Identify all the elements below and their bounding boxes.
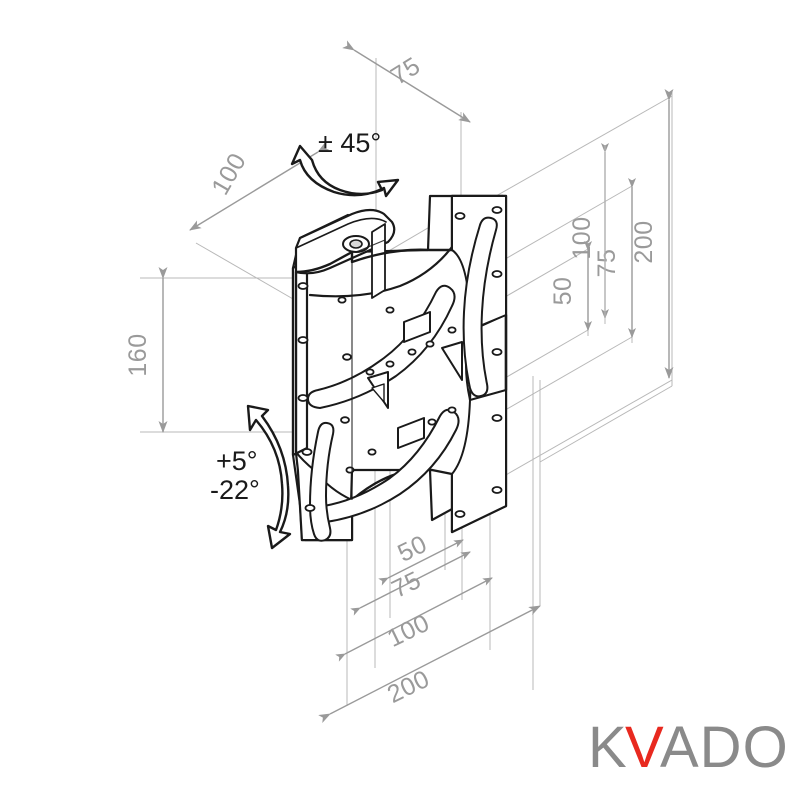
logo-letter-v: V [625, 715, 665, 780]
swivel-angle-label: ± 45° [318, 128, 381, 158]
tilt-arrow-icon [246, 404, 292, 550]
marker-triangle-a [371, 383, 385, 403]
plate-upper-notch [308, 230, 464, 298]
pivot-screw [349, 239, 363, 249]
mounting-holes [297, 206, 503, 518]
plate-lower-right-wing [451, 389, 507, 533]
dim-label-right-50: 50 [549, 277, 577, 306]
swivel-arrow-icon [290, 144, 400, 198]
cutout-rect-lower [397, 417, 425, 449]
tilt-down-angle-label: -22° [210, 475, 260, 505]
dim-label-left-160: 160 [124, 333, 152, 376]
dim-label-right-200: 200 [630, 220, 658, 263]
logo-letters-ado: ADO [660, 715, 789, 780]
dim-line-top-100 [189, 142, 330, 231]
relief-line-bracket [355, 239, 386, 253]
dim-label-right-100: 100 [568, 216, 596, 259]
cutout-triangle-right [441, 341, 463, 381]
dim-line-bottom-200 [318, 605, 541, 724]
dim-line-top-75 [342, 40, 471, 123]
slot-right-upper [462, 216, 498, 398]
wall-bracket-arm-edge [295, 217, 387, 249]
relief-line-post [371, 289, 386, 299]
logo-letter-k: K [588, 715, 628, 780]
cutout-rect-upper [403, 311, 431, 343]
tilt-up-angle-label: +5° [216, 446, 258, 476]
